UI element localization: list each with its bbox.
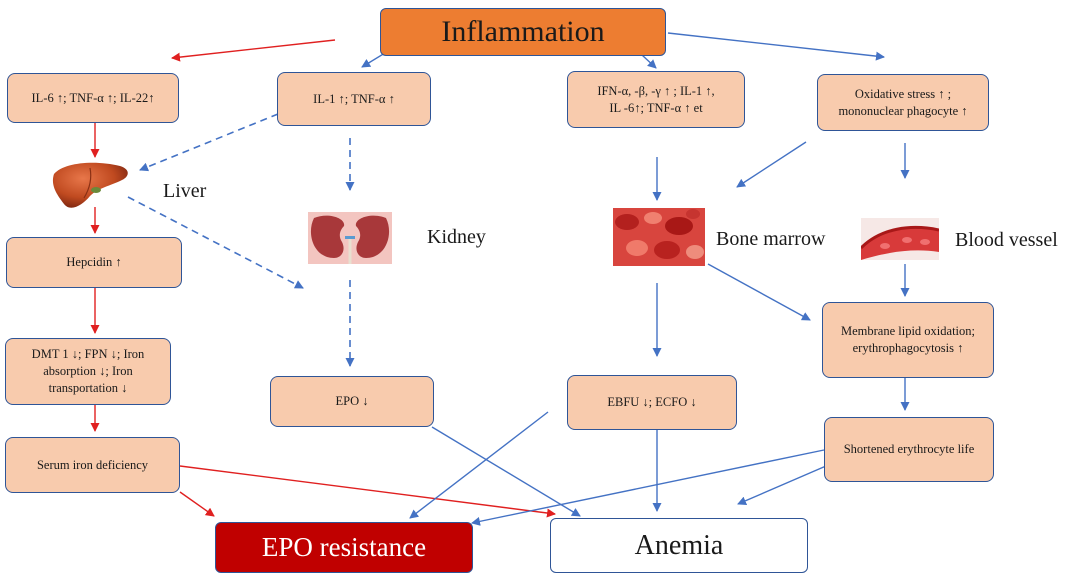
epo-text: EPO ↓: [335, 394, 369, 409]
inflammation-title: Inflammation: [441, 14, 605, 48]
dmt-box: DMT 1 ↓; FPN ↓; Iron absorption ↓; Iron …: [5, 338, 171, 405]
arrow-inflammation-to-il6: [171, 39, 336, 62]
arrow-serum-to-epo-resistance: [179, 491, 215, 517]
arrow-inflammation-to-ifn: [641, 54, 657, 69]
serum-iron-box: Serum iron deficiency: [5, 437, 180, 493]
membrane-text-line2: erythrophagocytosis ↑: [852, 341, 964, 355]
kidney-icon: [308, 212, 392, 264]
bone-marrow-icon: [613, 208, 705, 266]
blood-vessel-label: Blood vessel: [955, 229, 1058, 251]
arrow-inflammation-to-oxidative: [667, 32, 885, 61]
bone-marrow-label: Bone marrow: [716, 228, 826, 250]
epo-resistance-text: EPO resistance: [261, 532, 427, 563]
hepcidin-box: Hepcidin ↑: [6, 237, 182, 288]
il1-text: IL-1 ↑; TNF-α ↑: [313, 91, 395, 106]
kidney-label: Kidney: [427, 226, 486, 248]
shortened-life-box: Shortened erythrocyte life: [824, 417, 994, 482]
dashed-liver-to-kidney: [127, 196, 304, 289]
cytokine-box: IFN-α, -β, -γ ↑ ; IL-1 ↑, IL -6↑; TNF-α …: [567, 71, 745, 128]
arrow-ebfu-to-epo-resistance: [409, 411, 549, 519]
arrow-serum-to-anemia: [179, 465, 556, 518]
oxidative-text-line2: mononuclear phagocyte ↑: [838, 103, 968, 118]
blood-vessel-icon: [861, 218, 939, 260]
dmt-text-line2: absorption ↓; Iron: [43, 364, 133, 379]
epo-box: EPO ↓: [270, 376, 434, 427]
oxidative-stress-box: Oxidative stress ↑ ; mononuclear phagocy…: [817, 74, 989, 131]
membrane-box: Membrane lipid oxidation; erythrophagocy…: [822, 302, 994, 378]
anemia-text: Anemia: [634, 529, 724, 561]
serum-iron-text: Serum iron deficiency: [36, 457, 149, 472]
il6-box: IL-6 ↑; TNF-α ↑; IL-22↑: [7, 73, 179, 123]
anemia-box: Anemia: [550, 518, 808, 573]
arrow-epo-to-anemia: [431, 426, 581, 517]
dashed-il1-to-liver: [139, 113, 279, 172]
liver-icon: [52, 162, 128, 208]
hepcidin-text: Hepcidin ↑: [66, 255, 122, 270]
arrow-shortened-to-anemia: [737, 465, 827, 505]
arrow-bone-marrow-to-membrane: [707, 263, 811, 321]
il1-box: IL-1 ↑; TNF-α ↑: [277, 72, 431, 126]
liver-label: Liver: [163, 180, 207, 202]
arrow-shortened-to-epo-resistance: [471, 449, 825, 526]
shortened-life-text: Shortened erythrocyte life: [843, 442, 975, 457]
cytokine-text-line2: IL -6↑; TNF-α ↑ et: [609, 100, 703, 115]
oxidative-text-line1: Oxidative stress ↑ ;: [854, 86, 952, 101]
inflammation-box: Inflammation: [380, 8, 666, 56]
arrow-inflammation-to-il1: [361, 52, 386, 68]
ebfu-text: EBFU ↓; ECFO ↓: [607, 395, 697, 410]
dmt-text-line3: transportation ↓: [48, 380, 128, 395]
dmt-text-line1: DMT 1 ↓; FPN ↓; Iron: [31, 347, 145, 362]
arrow-oxidative-to-bone-marrow: [736, 141, 807, 188]
cytokine-text-line1: IFN-α, -β, -γ ↑ ; IL-1 ↑,: [597, 83, 715, 98]
ebfu-box: EBFU ↓; ECFO ↓: [567, 375, 737, 430]
il6-text: IL-6 ↑; TNF-α ↑; IL-22↑: [31, 90, 155, 105]
membrane-text-line1: Membrane lipid oxidation;: [840, 324, 975, 339]
epo-resistance-box: EPO resistance: [215, 522, 473, 573]
